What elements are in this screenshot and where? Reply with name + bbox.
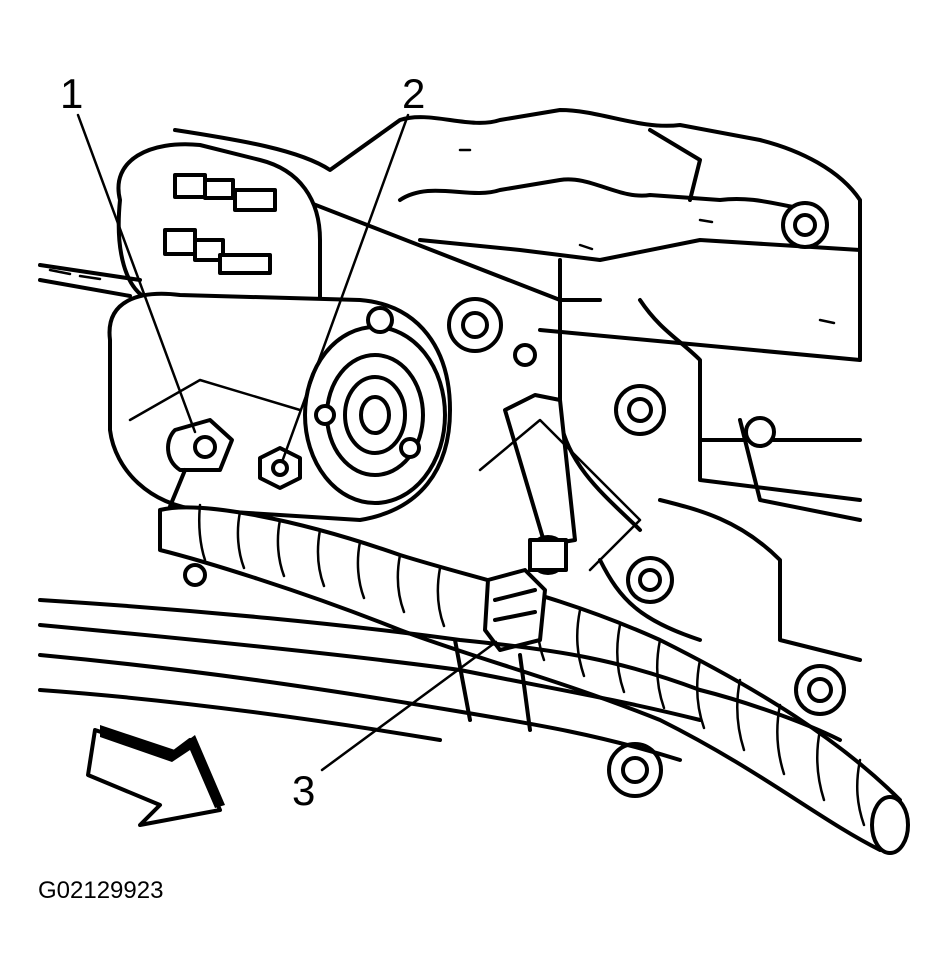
wiring-harness [158,503,910,855]
callout-label-1: 1 [60,70,83,117]
leader-line-1 [76,113,197,434]
callout-leader-lines [76,113,642,772]
harness-bracket [503,393,577,575]
forward-arrow-icon [86,725,225,827]
figure-id: G02129923 [38,877,163,904]
leader-line-2 [280,113,410,464]
callout-label-3: 3 [292,767,315,814]
terminal-nut [258,446,302,490]
starter-motor [38,142,452,522]
leader-line-3 [320,640,498,772]
callout-label-2: 2 [402,70,425,117]
lower-rail [38,598,842,762]
